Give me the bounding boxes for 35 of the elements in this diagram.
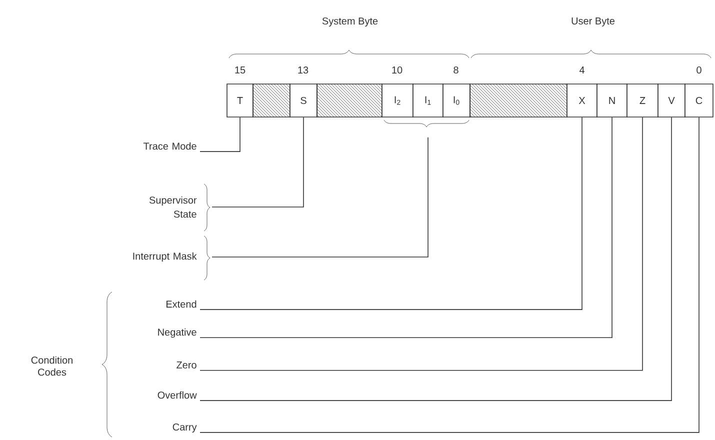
register-bit-cell: S xyxy=(290,84,318,118)
bit-number: 8 xyxy=(454,66,458,74)
leader-line xyxy=(200,117,240,152)
leader-line xyxy=(200,117,582,310)
bit-number: 15 xyxy=(235,66,246,74)
register-bit-cell: Z xyxy=(626,84,658,118)
leader-line xyxy=(200,117,612,338)
byte-label: User Byte xyxy=(572,18,614,26)
group-label: Condition Codes xyxy=(31,356,72,376)
register-bit-cell: V xyxy=(658,84,686,118)
bit-number: 0 xyxy=(696,66,702,74)
register-bit-cell: C xyxy=(684,84,714,118)
leader-line xyxy=(212,117,304,208)
register-bit-cell: X xyxy=(566,84,598,118)
bit-number: 13 xyxy=(298,66,308,74)
field-label: Supervisor State xyxy=(149,196,197,218)
register-bit-cell: I$_{0}$ xyxy=(442,84,470,118)
leader-line xyxy=(212,137,428,258)
field-label: Overflow xyxy=(158,391,197,399)
field-label: Interrupt Mask xyxy=(133,252,197,262)
byte-label: System Byte xyxy=(322,17,378,27)
leader-line xyxy=(200,117,643,371)
register-bit-cell: T xyxy=(226,84,254,118)
leader-line xyxy=(200,117,672,401)
field-label: Carry xyxy=(172,423,197,433)
bit-number: 4 xyxy=(579,66,584,74)
leader-line xyxy=(200,117,700,433)
field-label: Trace Mode xyxy=(143,142,196,150)
field-label: Extend xyxy=(166,300,196,308)
register-bit-cell: I$_{2}$ xyxy=(382,84,414,118)
register-bit-cell: N xyxy=(596,84,628,118)
bit-number: 10 xyxy=(392,66,402,74)
register-bit-cell: I$_{1}$ xyxy=(412,84,444,118)
field-label: Negative xyxy=(158,328,196,338)
field-label: Zero xyxy=(176,362,196,368)
